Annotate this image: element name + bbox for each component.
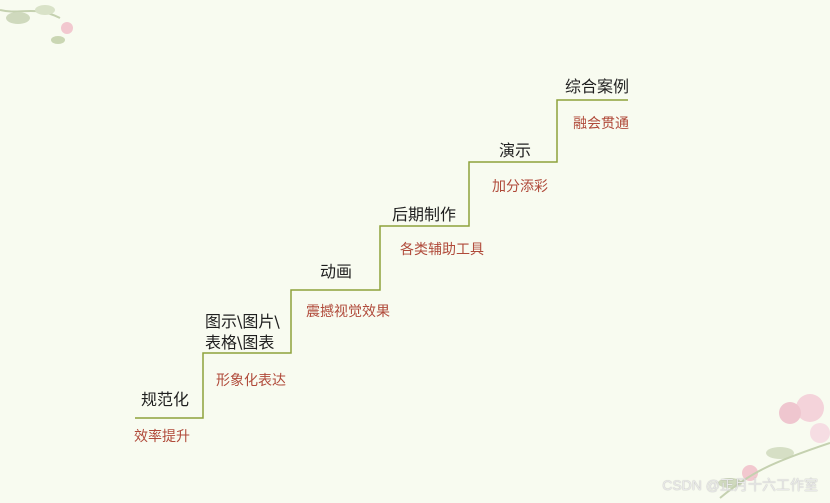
step-2-title-line1: 图示\图片\ bbox=[205, 312, 280, 331]
step-3-subtitle: 震撼视觉效果 bbox=[306, 304, 390, 320]
step-5-subtitle: 加分添彩 bbox=[492, 179, 548, 195]
step-6-subtitle: 融会贯通 bbox=[573, 116, 629, 132]
watermark: CSDN @正月十六工作室 bbox=[662, 477, 818, 493]
step-1-subtitle: 效率提升 bbox=[134, 429, 190, 445]
floral-decoration-top-left bbox=[0, 5, 73, 44]
floral-decoration-bottom-right bbox=[718, 394, 830, 499]
step-3-title: 动画 bbox=[320, 262, 353, 281]
step-4-title: 后期制作 bbox=[392, 205, 457, 224]
step-6-title: 综合案例 bbox=[565, 77, 630, 96]
step-1-title: 规范化 bbox=[141, 390, 190, 409]
step-2-subtitle: 形象化表达 bbox=[216, 373, 286, 389]
step-4-subtitle: 各类辅助工具 bbox=[400, 242, 484, 258]
step-2-title-line2: 表格\图表 bbox=[205, 333, 275, 352]
step-5-title: 演示 bbox=[499, 141, 532, 160]
